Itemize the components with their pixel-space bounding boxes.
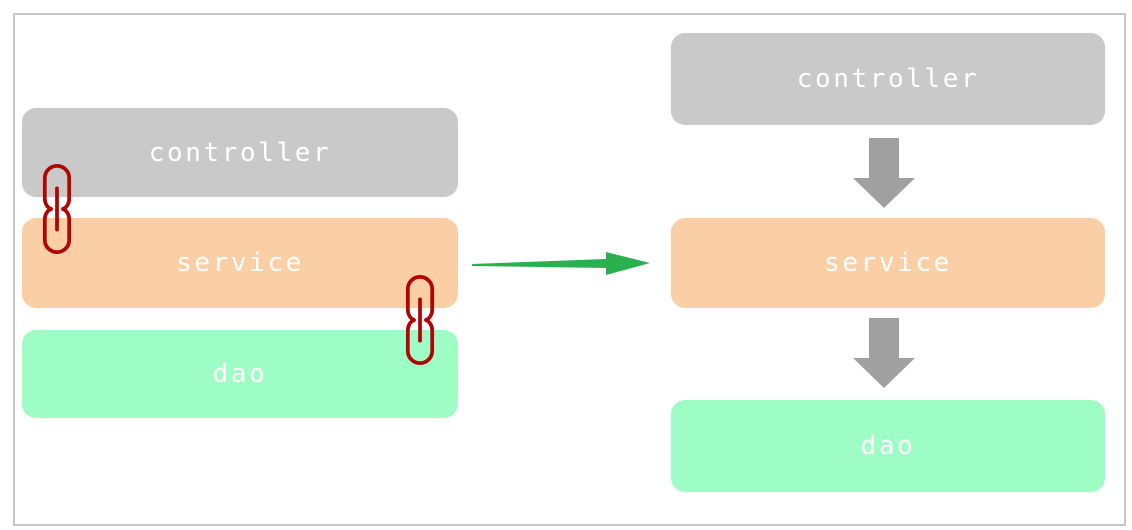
right-layer-controller: controller [671, 33, 1105, 125]
chain-top-link [42, 164, 72, 212]
layer-label: dao [212, 359, 268, 389]
right-layer-dao: dao [671, 400, 1105, 492]
layer-label: controller [796, 64, 980, 94]
layer-label: service [824, 248, 952, 278]
layer-label: service [176, 248, 304, 278]
down-arrow-shape [853, 138, 915, 208]
right-layer-service: service [671, 218, 1105, 308]
down-arrow-shape [853, 318, 915, 388]
right-arrow-icon [472, 249, 652, 279]
chain-link-icon [41, 164, 73, 254]
chain-bottom-link [405, 317, 435, 365]
chain-bottom-link [42, 206, 72, 254]
layer-label: controller [148, 137, 332, 168]
chain-top-link [405, 275, 435, 323]
left-layer-service: service [22, 218, 458, 308]
left-layer-controller: controller [22, 108, 458, 197]
layer-label: dao [860, 431, 916, 461]
left-layer-dao: dao [22, 330, 458, 418]
down-arrow-icon [853, 318, 915, 388]
chain-link-icon [404, 275, 436, 365]
down-arrow-icon [853, 138, 915, 208]
right-arrow-shape [472, 252, 650, 275]
